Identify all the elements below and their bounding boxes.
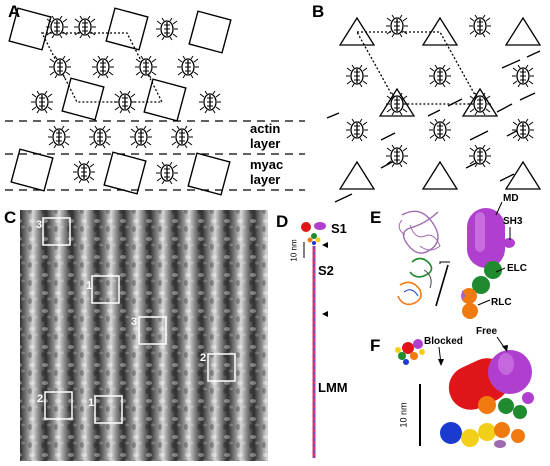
panel-e-cartoon bbox=[461, 201, 515, 319]
lmm-label: LMM bbox=[318, 380, 348, 395]
panel-c-boxes bbox=[42, 217, 236, 424]
panel-e-letter: E bbox=[370, 208, 382, 227]
rlc-label: RLC bbox=[491, 297, 512, 308]
myac-layer-label: layer bbox=[250, 172, 281, 187]
panel-a-letter: A bbox=[8, 2, 21, 21]
actin-layer-label: layer bbox=[250, 136, 281, 151]
myac-label: myac bbox=[250, 157, 284, 172]
f-scale-label: 10 nm bbox=[398, 402, 409, 428]
box-label: 1 bbox=[88, 397, 95, 409]
s2-label: S2 bbox=[318, 263, 334, 278]
actin-label: actin bbox=[250, 121, 281, 136]
d-scale-label: 10 nm bbox=[289, 239, 299, 262]
box-label: 2 bbox=[37, 393, 44, 405]
panel-f-cartoon bbox=[419, 336, 534, 448]
s1-label: S1 bbox=[331, 221, 347, 236]
md-label: MD bbox=[503, 193, 519, 204]
elc-label: ELC bbox=[507, 263, 527, 274]
panel-b-myosins bbox=[345, 14, 535, 168]
panel-a-myosins bbox=[30, 15, 222, 185]
panel-d-letter: D bbox=[276, 212, 289, 231]
panel-e-ribbon bbox=[397, 210, 450, 307]
panel-d-molecule bbox=[301, 222, 328, 458]
panel-f-letter: F bbox=[370, 336, 381, 355]
panel-a-layer-lines bbox=[5, 120, 305, 191]
panel-c-em-image bbox=[20, 210, 268, 461]
box-label: 3 bbox=[36, 219, 43, 231]
panel-f-small-model bbox=[395, 339, 425, 365]
sh3-label: SH3 bbox=[503, 216, 523, 227]
blocked-label: Blocked bbox=[424, 336, 463, 347]
box-label: 3 bbox=[131, 316, 138, 328]
box-label: 1 bbox=[86, 280, 93, 292]
panel-b-letter: B bbox=[312, 2, 325, 21]
free-label: Free bbox=[476, 326, 498, 337]
panel-c-letter: C bbox=[4, 208, 17, 227]
panel-b-dashes bbox=[326, 50, 541, 203]
box-label: 2 bbox=[200, 352, 207, 364]
